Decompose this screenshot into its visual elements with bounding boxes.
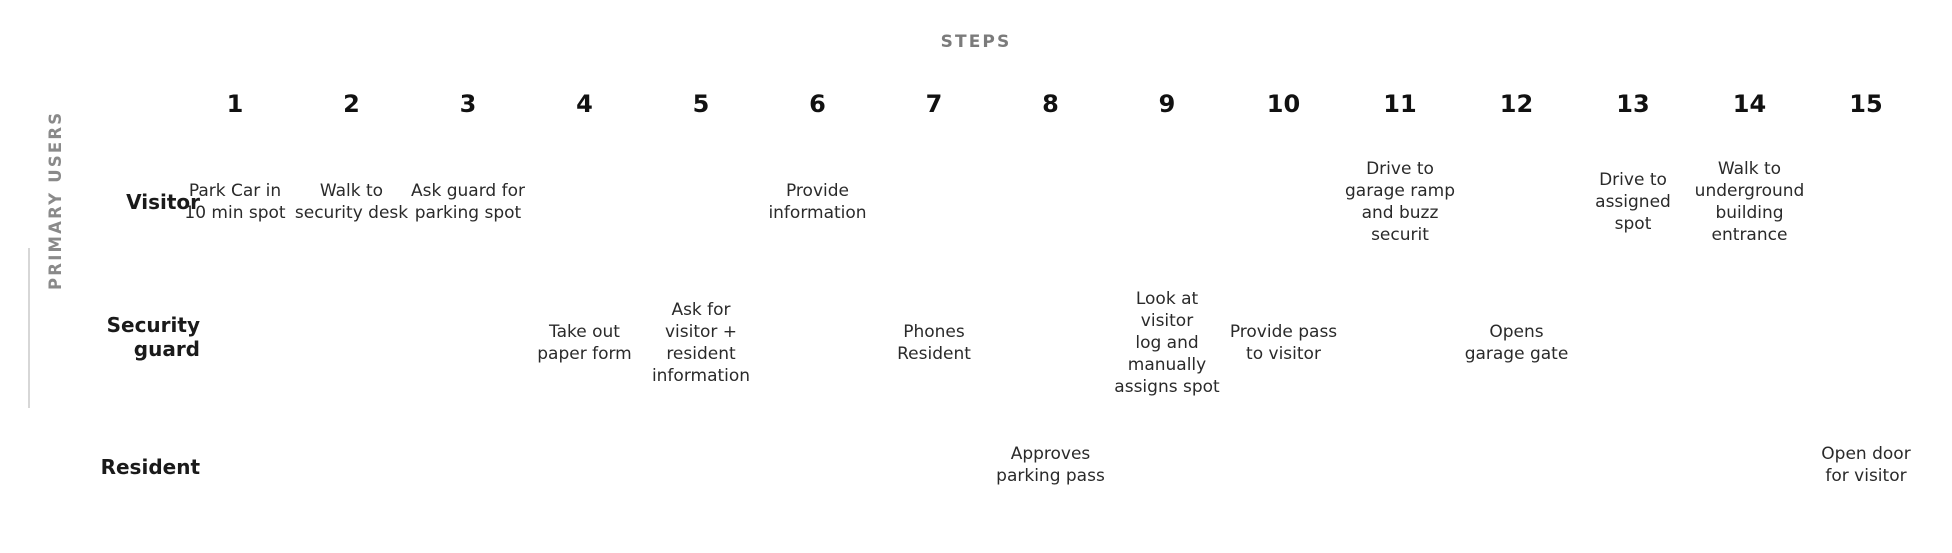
row-label-visitor: Visitor [126, 190, 200, 214]
cell-row3-step15: Open door for visitor [1821, 443, 1911, 486]
cell-row2-step10: Provide pass to visitor [1229, 321, 1338, 364]
step-number-8: 8 [1042, 90, 1059, 118]
cell-row1-step1: Park Car in 10 min spot [184, 180, 286, 223]
step-number-3: 3 [459, 90, 477, 118]
step-number-11: 11 [1383, 90, 1417, 118]
cell-row2-step9: Look at visitor log and manually assigns… [1114, 288, 1220, 398]
cell-row1-step13: Drive to assigned spot [1595, 169, 1671, 235]
step-number-5: 5 [692, 90, 710, 118]
cell-row1-step2: Walk to security desk [294, 180, 409, 223]
cell-row2-step12: Opens garage gate [1464, 321, 1569, 364]
cell-row1-step14: Walk to underground building entrance [1694, 158, 1805, 246]
row-label-resident: Resident [100, 455, 200, 479]
cell-row1-step11: Drive to garage ramp and buzz securit [1344, 158, 1456, 246]
step-number-6: 6 [809, 90, 826, 118]
cell-row2-step7: Phones Resident [897, 321, 971, 364]
step-number-4: 4 [576, 90, 593, 118]
cell-row2-step4: Take out paper form [537, 321, 632, 364]
cell-row2-step5: Ask for visitor + resident information [651, 299, 751, 387]
step-number-14: 14 [1732, 90, 1767, 118]
cell-row3-step8: Approves parking pass [996, 443, 1105, 486]
step-number-13: 13 [1616, 90, 1650, 118]
step-number-10: 10 [1266, 90, 1301, 118]
steps-caption: STEPS [940, 32, 1012, 52]
cell-row1-step3: Ask guard for parking spot [411, 180, 525, 223]
cell-row1-step6: Provide information [768, 180, 867, 223]
step-number-2: 2 [343, 90, 360, 118]
primary-users-axis-rule [28, 248, 30, 408]
step-number-1: 1 [226, 90, 244, 118]
step-number-9: 9 [1158, 90, 1176, 118]
step-number-15: 15 [1849, 90, 1883, 118]
row-label-security-guard: Security guard [106, 313, 200, 362]
step-number-7: 7 [925, 90, 943, 118]
step-number-12: 12 [1499, 90, 1534, 118]
